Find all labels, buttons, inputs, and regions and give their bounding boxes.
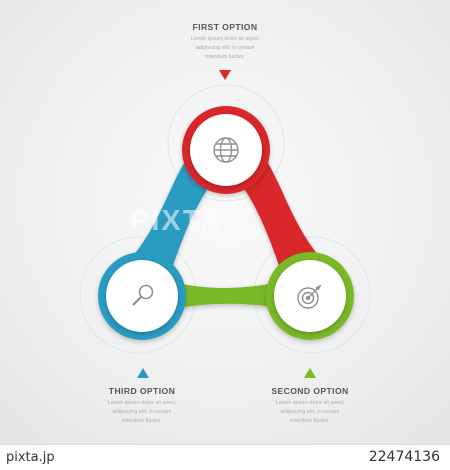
infographic-canvas: FIRST OPTION Lorem ipsum dolor sit amet,…: [0, 0, 450, 444]
first-option-desc-line: Lorem ipsum dolor sit amet,: [190, 36, 260, 42]
third-option-description: Lorem ipsum dolor sit amet, adipiscing e…: [62, 399, 222, 426]
second-option-desc-line: interdum luctus.: [290, 418, 330, 424]
second-option-description: Lorem ipsum dolor sit amet, adipiscing e…: [230, 399, 390, 426]
second-option-title: SECOND OPTION: [271, 386, 349, 396]
three-options-diagram: [98, 84, 354, 340]
footer-image-id: 22474136: [368, 449, 440, 465]
stock-footer-bar: pixta.jp 22474136: [0, 444, 450, 470]
third-option-desc-line: Lorem ipsum dolor sit amet,: [107, 400, 177, 406]
first-option-desc-line: interdum luctus.: [205, 54, 245, 60]
second-option-desc-line: Lorem ipsum dolor sit amet,: [275, 400, 345, 406]
globe-icon: [213, 137, 239, 163]
third-option-disc: [106, 260, 178, 332]
third-option-pointer: [137, 368, 149, 378]
target-icon: [297, 284, 322, 309]
first-option-pointer: [219, 70, 231, 80]
third-option-desc-line: interdum luctus.: [122, 418, 162, 424]
footer-brand: pixta.jp: [6, 450, 55, 465]
search-icon: [132, 284, 154, 306]
first-option-title: FIRST OPTION: [192, 22, 258, 32]
second-option-pointer: [304, 368, 316, 378]
watermark-text: PIXTA: [130, 205, 224, 237]
third-option-desc-line: adipiscing elit. In ornare: [112, 409, 172, 415]
first-option-description: Lorem ipsum dolor sit amet, adipiscing e…: [145, 35, 305, 62]
first-halo-ring: [167, 84, 285, 202]
third-option-title: THIRD OPTION: [108, 386, 176, 396]
green-connector: [145, 276, 305, 316]
first-option-desc-line: adipiscing elit. In ornare: [195, 45, 255, 51]
second-option-desc-line: adipiscing elit. In ornare: [280, 409, 340, 415]
